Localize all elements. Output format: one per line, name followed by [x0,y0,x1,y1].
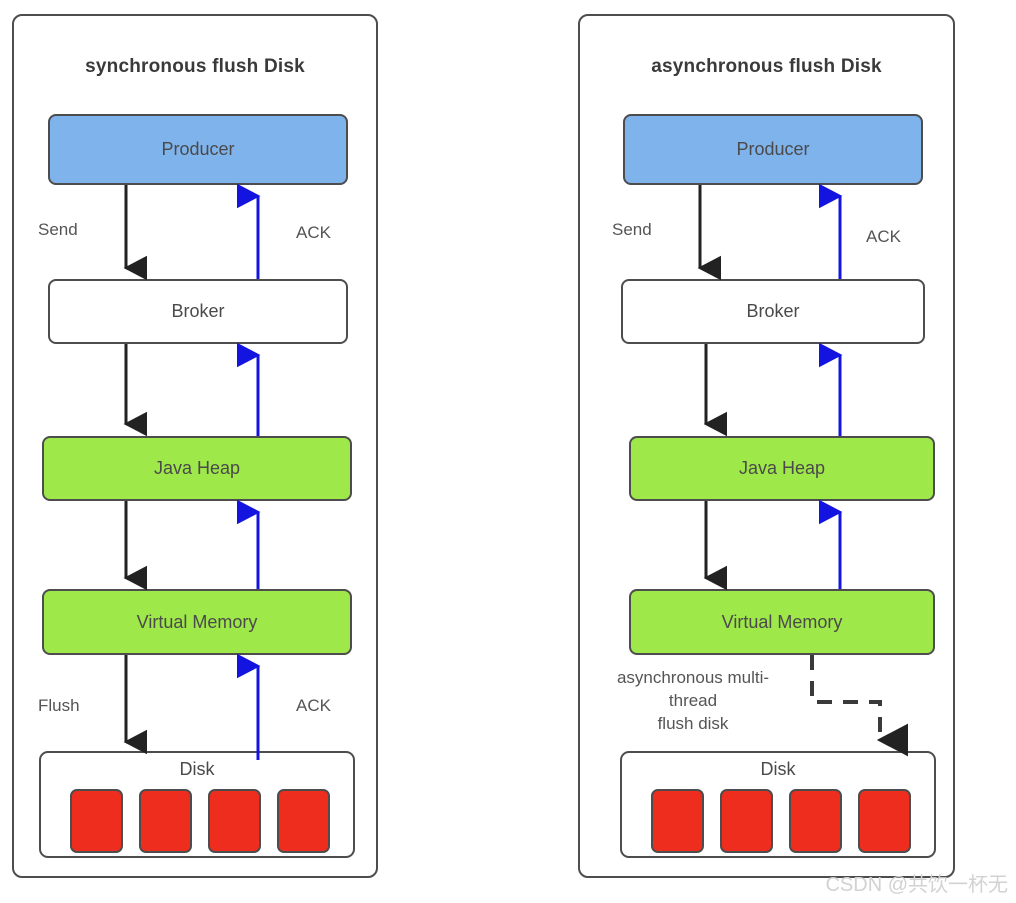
edge-label-send-async: Send [612,220,652,239]
panel-synchronous-title: synchronous flush Disk [85,56,305,77]
edge-label-ack-top-sync: ACK [296,223,331,242]
edge-label-flush-sync: Flush [38,696,80,715]
disk-cell [208,789,261,853]
edge-label-ack-bottom-sync: ACK [296,696,331,715]
async-flush-note: asynchronous multi- thread flush disk [594,667,792,736]
disk-cell [720,789,773,853]
panel-asynchronous-title: asynchronous flush Disk [651,56,882,77]
disk-cell [277,789,330,853]
disk-cell [139,789,192,853]
node-java-heap-async[interactable]: Java Heap [629,436,935,501]
disk-cell [789,789,842,853]
disk-label-sync: Disk [179,759,215,779]
node-broker-async[interactable]: Broker [621,279,925,344]
watermark: CSDN @共饮一杯无 [825,874,1008,896]
node-disk-async[interactable]: Disk [620,751,936,858]
node-broker-sync[interactable]: Broker [48,279,348,344]
node-virtual-memory-async[interactable]: Virtual Memory [629,589,935,655]
async-flush-note-line-3: flush disk [657,713,729,733]
node-producer-sync[interactable]: Producer [48,114,348,185]
disk-cell [70,789,123,853]
disk-cell [858,789,911,853]
disk-label-async: Disk [760,759,796,779]
edge-label-send-sync: Send [38,220,78,239]
edge-label-ack-top-async: ACK [866,227,901,246]
node-disk-sync[interactable]: Disk [39,751,355,858]
node-producer-async[interactable]: Producer [623,114,923,185]
async-flush-note-line-1: asynchronous multi- [616,668,770,687]
node-virtual-memory-sync[interactable]: Virtual Memory [42,589,352,655]
node-java-heap-sync[interactable]: Java Heap [42,436,352,501]
disk-cell [651,789,704,853]
async-flush-note-line-2: thread [668,690,718,710]
